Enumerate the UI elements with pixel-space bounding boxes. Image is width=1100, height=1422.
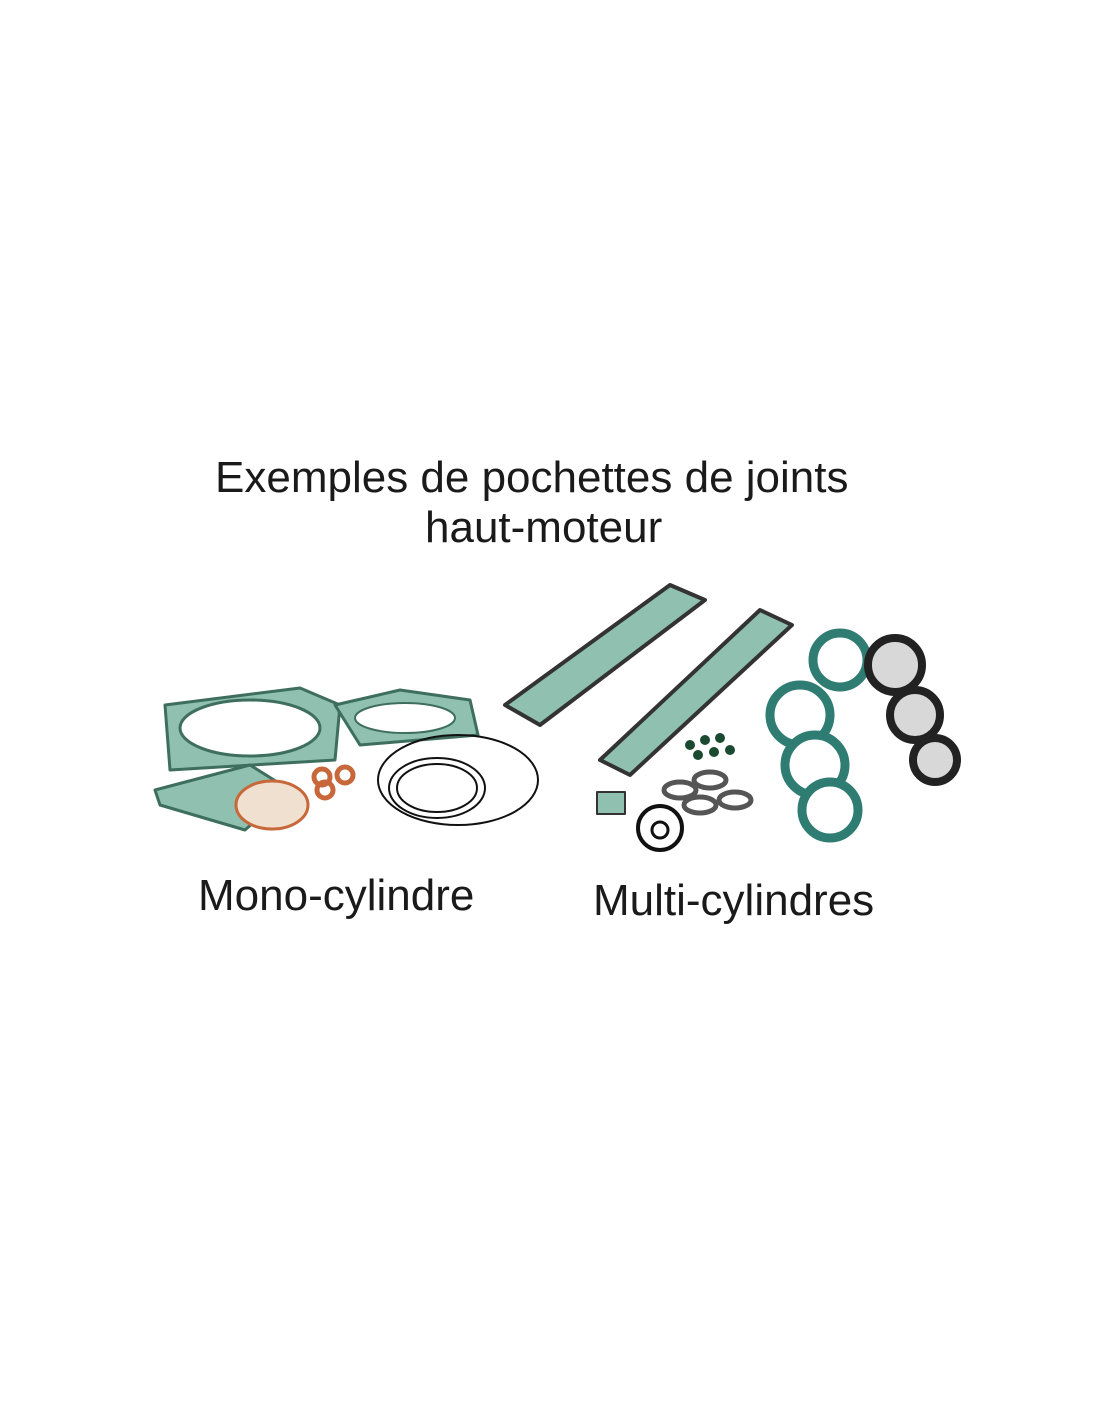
- title-line-2: haut-moteur: [425, 503, 663, 552]
- label-multi-cylindres: Multi-cylindres: [593, 876, 875, 925]
- label-mono-cylindre: Mono-cylindre: [198, 871, 475, 920]
- multi-cylinder-gasket-set: [503, 583, 961, 852]
- title-line-1: Exemples de pochettes de joints: [215, 453, 849, 502]
- mono-cylinder-gasket-set: [153, 686, 539, 832]
